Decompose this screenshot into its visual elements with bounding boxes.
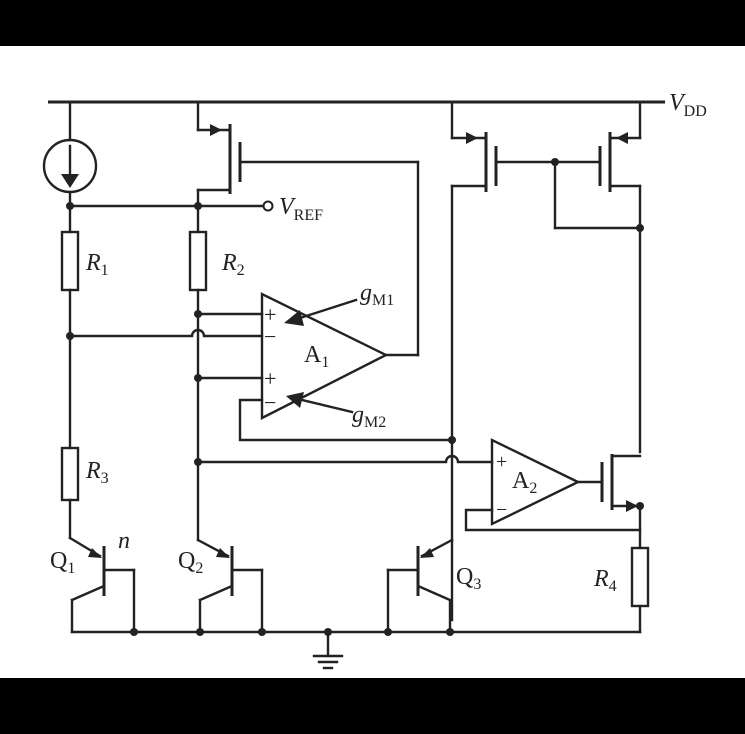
- pmos-transistor-1: [196, 100, 420, 357]
- opamp-a2: + −: [490, 438, 581, 526]
- a1-plus-sign: +: [264, 366, 276, 391]
- ground-icon: [312, 630, 344, 670]
- vdd-label: VDD: [669, 90, 707, 120]
- a2-label: A2: [512, 468, 537, 497]
- r4-label: R4: [593, 566, 617, 595]
- junction-dot: [130, 628, 138, 636]
- pmos-transistor-3: [598, 100, 642, 454]
- resistor-r4: [630, 546, 650, 634]
- pmos-transistor-2: [450, 100, 602, 622]
- vref-terminal: [262, 200, 274, 212]
- junction-dot: [448, 436, 456, 444]
- bjt-q2: [196, 538, 264, 634]
- a2-minus-wire: [464, 508, 642, 532]
- emitter-ratio-label: n: [118, 528, 130, 554]
- r3-label: R3: [85, 458, 109, 487]
- a1-minus-sign: −: [264, 324, 276, 349]
- q3-label: Q3: [456, 564, 481, 593]
- r1-label: R1: [85, 250, 109, 279]
- pmos-transistor-4: [600, 454, 642, 550]
- a2-plus-sign: +: [496, 451, 507, 473]
- a2-plus-wire: [196, 454, 494, 464]
- resistor-r2: [188, 230, 208, 542]
- junction-dot: [194, 374, 202, 382]
- bjt-q1: [68, 536, 136, 634]
- a1-minus2-wire: [238, 398, 454, 442]
- current-source: [42, 100, 98, 234]
- q1-label: Q1: [50, 548, 75, 577]
- opamp-a1: + − + −: [260, 292, 389, 420]
- gm1-label: gM1: [360, 280, 394, 309]
- junction-dot: [66, 202, 74, 210]
- junction-dot: [66, 332, 74, 340]
- junction-dot: [446, 628, 454, 636]
- vref-label: VREF: [279, 194, 323, 224]
- a1-minus-sign: −: [264, 390, 276, 415]
- a1-label: A1: [304, 342, 329, 371]
- junction-dot: [194, 310, 202, 318]
- junction-dot: [196, 628, 204, 636]
- resistor-r3: [60, 446, 80, 540]
- junction-dot: [384, 628, 392, 636]
- q2-label: Q2: [178, 548, 203, 577]
- a1-plus-sign: +: [264, 302, 276, 327]
- r2-label: R2: [221, 250, 245, 279]
- resistor-r1: [60, 230, 80, 450]
- a1-minus1-wire: [68, 328, 264, 338]
- junction-dot: [194, 458, 202, 466]
- junction-dot: [636, 502, 644, 510]
- bjt-q3: [386, 538, 454, 634]
- junction-dot: [258, 628, 266, 636]
- gm2-arrow: [286, 392, 354, 414]
- gm2-label: gM2: [352, 402, 386, 431]
- gm1-arrow: [284, 298, 358, 326]
- a2-minus-sign: −: [496, 499, 507, 521]
